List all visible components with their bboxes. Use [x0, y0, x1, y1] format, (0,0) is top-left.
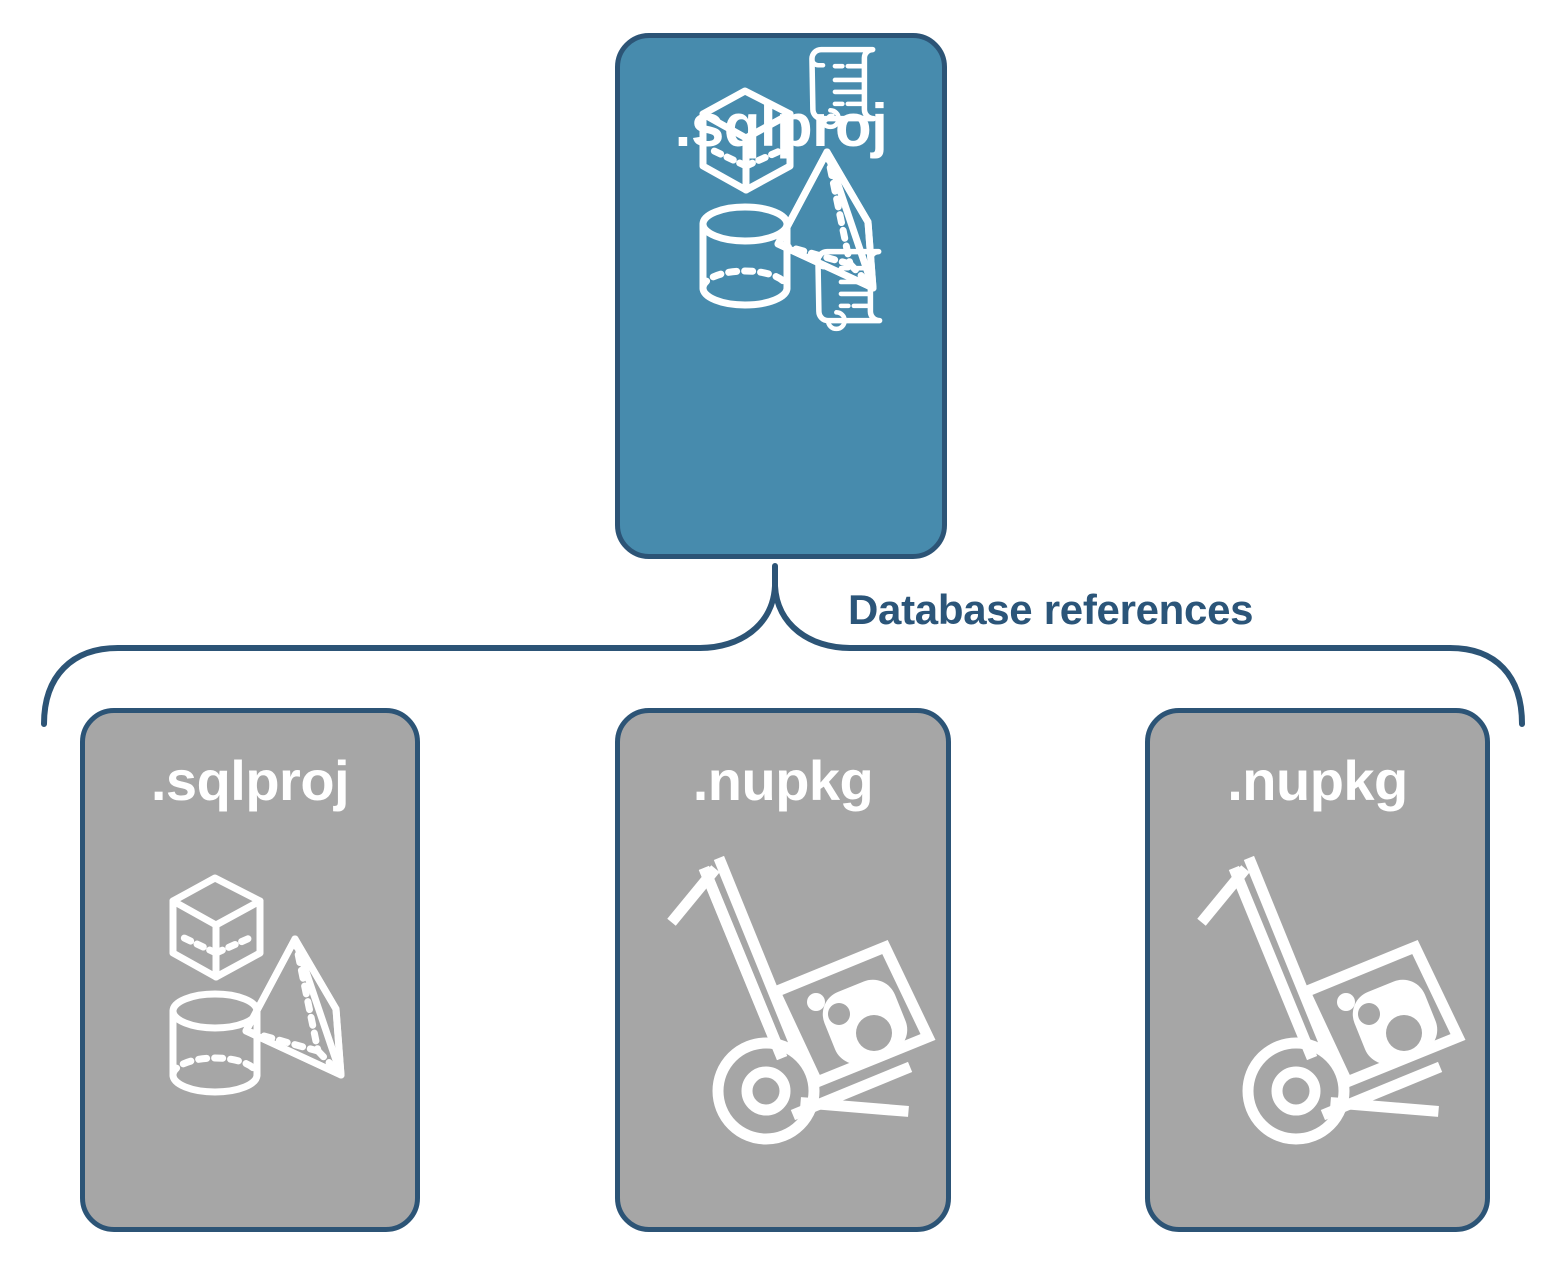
parent-node-sqlproj[interactable]: .sqlproj [615, 33, 947, 559]
relationship-label: Database references [848, 586, 1254, 633]
cube-icon [699, 87, 794, 194]
cube-icon [169, 874, 264, 981]
pyramid-icon [242, 935, 345, 1079]
cylinder-icon [699, 203, 791, 309]
child-node-icon-group [169, 874, 345, 1096]
child-node-icon-group [667, 855, 936, 1145]
child-node-sqlproj[interactable]: .sqlproj [80, 708, 420, 1232]
scroll-icon [815, 248, 883, 332]
child-node-icon-group [1197, 855, 1466, 1145]
child-node-label: .nupkg [692, 749, 874, 812]
parent-node-icon-group [699, 46, 883, 332]
package-dot-cutouts [828, 1003, 892, 1051]
package-dot-cutouts [1358, 1003, 1422, 1051]
scroll-icon [809, 46, 877, 130]
cylinder-icon [169, 990, 261, 1096]
hand-truck-package-icon [667, 855, 936, 1145]
child-node-label: .nupkg [1227, 749, 1408, 812]
child-node-nupkg-2[interactable]: .nupkg [1145, 708, 1490, 1232]
child-node-label: .sqlproj [150, 749, 350, 812]
child-node-nupkg-1[interactable]: .nupkg [615, 708, 951, 1232]
hand-truck-package-icon [1197, 855, 1466, 1145]
